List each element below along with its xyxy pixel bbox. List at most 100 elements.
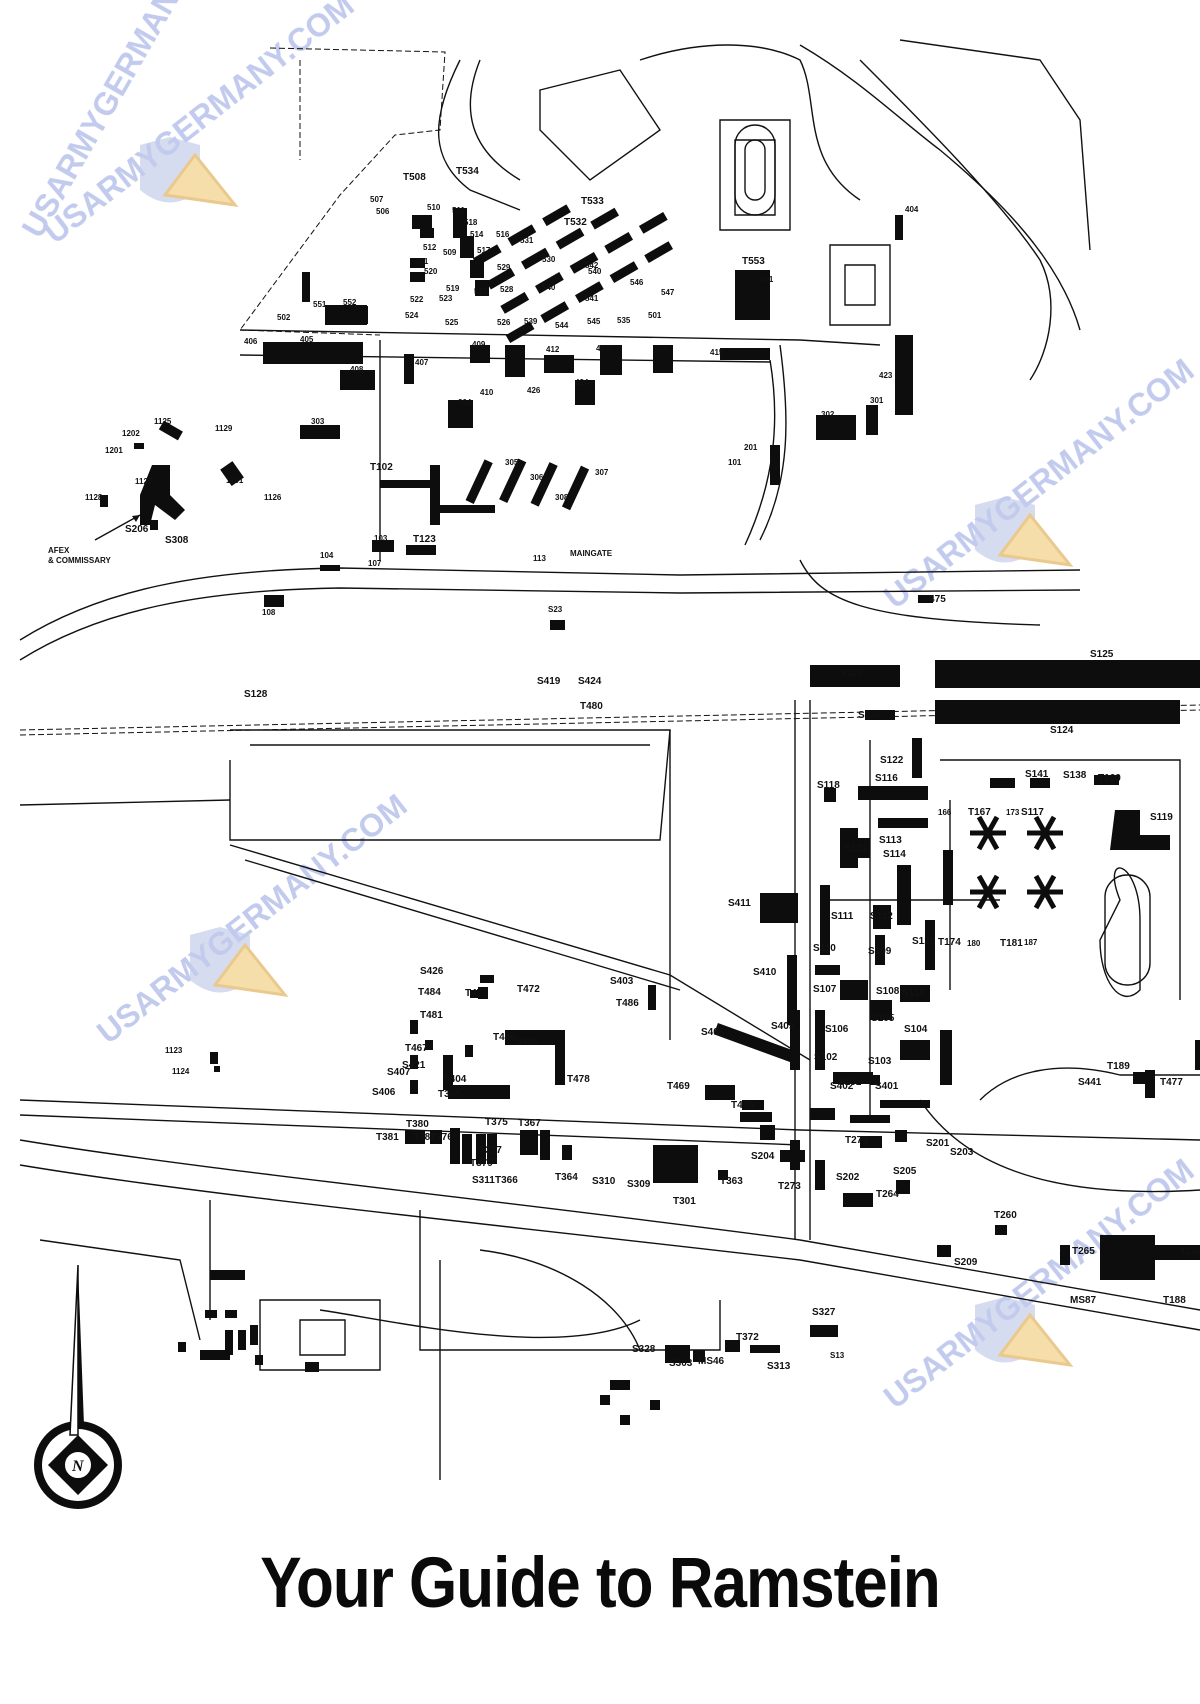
building-label: T467 [405, 1043, 428, 1054]
building-label: S109 [868, 946, 892, 957]
building-label: S120 [912, 936, 936, 947]
building-label: S410 [753, 967, 777, 978]
building-label: T102 [370, 462, 393, 473]
building-label: 1125 [154, 417, 172, 426]
building-label: 512 [423, 243, 437, 252]
building-label: S113 [879, 835, 902, 846]
watermark-emblem-3 [190, 927, 289, 998]
page-title: Your Guide to Ramstein [260, 1543, 941, 1624]
building-label: S13 [830, 1351, 845, 1360]
building-label: S122 [880, 755, 904, 766]
building-label: S403 [610, 976, 634, 987]
building-label: 113 [533, 554, 546, 563]
building-label: 514 [470, 230, 484, 239]
building-label: S202 [836, 1172, 860, 1183]
building-label: S126 [858, 710, 882, 721]
building-label: 511 [452, 206, 465, 215]
building-label: S121 [844, 843, 868, 854]
building-label: 522 [410, 295, 424, 304]
building-label: 525 [445, 318, 459, 327]
building-label: MS87 [1070, 1295, 1097, 1306]
building-label: 1128 [85, 493, 103, 502]
building-label: 506 [376, 207, 390, 216]
afex-annotation: AFEX [48, 546, 70, 555]
building-label: S408 [701, 1027, 725, 1038]
building-label: S303 [669, 1358, 693, 1369]
building-label: 1201 [105, 446, 123, 455]
building-label: T167 [968, 807, 991, 818]
building-label: S103 [868, 1056, 892, 1067]
building-label: S127 [840, 668, 864, 679]
building-label: 541 [585, 294, 599, 303]
building-label: 1101 [226, 476, 244, 485]
building-label: S141 [1025, 769, 1049, 780]
building-label: S105 [871, 1013, 895, 1024]
building-label: 544 [555, 321, 569, 330]
building-label: 523 [439, 294, 453, 303]
watermark-text-3: USARMYGERMANY.COM [90, 787, 413, 1051]
building-label: 528 [500, 285, 514, 294]
building-label: S204 [751, 1151, 775, 1162]
building-label: 540 [542, 283, 556, 292]
building-label: 302 [821, 410, 835, 419]
building-label: 303 [311, 417, 325, 426]
building-label: S401 [875, 1081, 899, 1092]
building-label: T380 [406, 1119, 429, 1130]
building-label: 301 [870, 396, 884, 405]
building-label: T475 [923, 594, 946, 605]
building-label: 404 [905, 205, 919, 214]
building-label: T266 [1180, 1247, 1200, 1258]
building-label: S426 [420, 966, 444, 977]
building-label: T366 [495, 1175, 518, 1186]
building-label: S327 [812, 1307, 836, 1318]
building-label: T301 [673, 1196, 696, 1207]
building-label: T181 [1000, 938, 1023, 949]
maingate-annotation: MAINGATE [570, 549, 613, 558]
building-label: 413 [596, 344, 610, 353]
building-label: T379 [470, 1158, 493, 1169]
building-label: S124 [1050, 725, 1074, 736]
compass-rose-icon: N [34, 1264, 122, 1509]
building-label: T160 [1098, 773, 1121, 784]
building-label: 529 [497, 263, 511, 272]
building-label: 1126 [264, 493, 282, 502]
track-north [734, 124, 776, 216]
building-label: S311 [472, 1175, 495, 1186]
building-label: S441 [1078, 1077, 1102, 1088]
building-label: 521 [415, 257, 429, 266]
building-label: T471 [465, 988, 488, 999]
compass-letter: N [71, 1458, 85, 1475]
building-label: 539 [524, 317, 538, 326]
building-label: S106 [825, 1024, 849, 1035]
building-label: 1123 [165, 1046, 183, 1055]
building-label: 546 [630, 278, 644, 287]
building-label: 542 [585, 261, 599, 270]
building-label: 527 [474, 287, 488, 296]
building-label: S406 [372, 1087, 396, 1098]
watermark-emblem-1 [140, 137, 239, 208]
building-label: S138 [1063, 770, 1087, 781]
building-label: 526 [497, 318, 511, 327]
watermark-emblem-2 [975, 497, 1074, 568]
building-label: 423 [879, 371, 893, 380]
building-label: 201 [744, 443, 758, 452]
building-label: S115 [902, 988, 925, 999]
building-label: T480 [580, 701, 603, 712]
commissary-annotation: & COMMISSARY [48, 556, 111, 565]
building-label: 304 [458, 398, 472, 407]
building-label: S117 [1021, 807, 1044, 818]
building-label: 510 [427, 203, 441, 212]
building-label: S421 [402, 1060, 426, 1071]
building-label: S206 [125, 524, 149, 535]
building-label: S205 [893, 1166, 917, 1177]
building-label: S308 [165, 535, 189, 546]
building-label: 530 [542, 255, 556, 264]
building-label: S108 [876, 986, 900, 997]
building-label: 1129 [215, 424, 233, 433]
building-label: 104 [320, 551, 334, 560]
building-label: 509 [443, 248, 457, 257]
building-label: S118 [817, 780, 840, 791]
building-label: 409 [472, 340, 486, 349]
building-label: S112 [870, 911, 893, 922]
